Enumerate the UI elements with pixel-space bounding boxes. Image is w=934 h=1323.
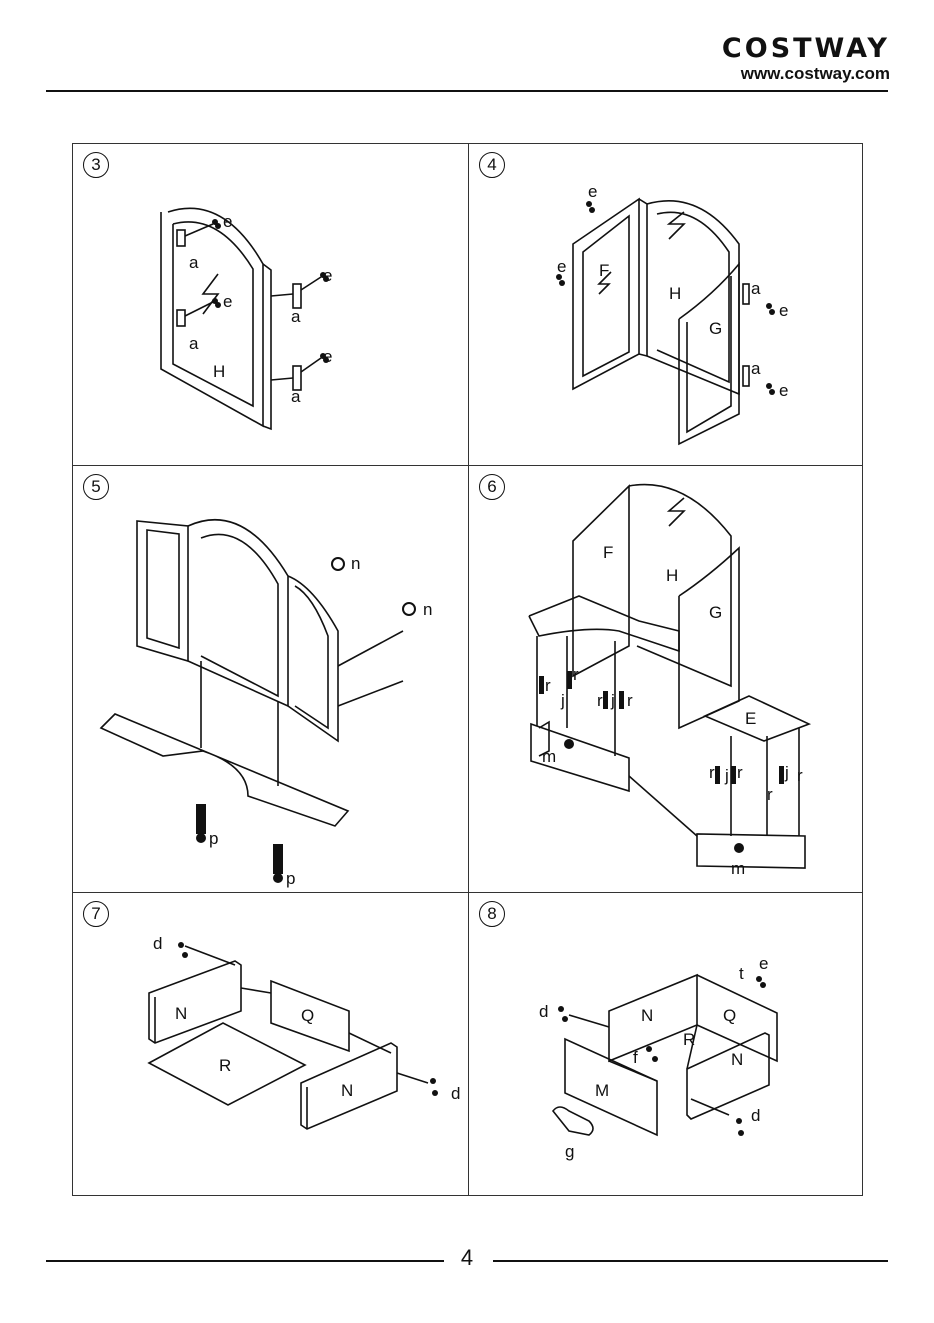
part-label: r xyxy=(709,763,715,782)
part-label: j xyxy=(560,691,565,710)
part-label: r xyxy=(737,763,743,782)
part-label: r xyxy=(545,676,551,695)
part-label: m xyxy=(542,747,556,766)
step-7-illustration: d N Q R N d xyxy=(73,893,468,1197)
part-label: N xyxy=(175,1004,187,1023)
step-5-illustration: n n p p xyxy=(73,466,468,892)
part-label: g xyxy=(565,1142,574,1161)
step-3-illustration: e a e a e a e a H xyxy=(73,144,468,465)
step-panel-8: 8 t e d N Q R xyxy=(469,893,864,1197)
part-label: N xyxy=(731,1050,743,1069)
part-label: Q xyxy=(723,1006,736,1025)
part-label: e xyxy=(779,301,788,320)
part-label: e xyxy=(223,212,232,231)
step-panel-4: 4 e e F xyxy=(469,144,864,465)
step-panel-7: 7 d N Q R N d xyxy=(73,893,468,1197)
part-label: R xyxy=(219,1056,231,1075)
part-label: H xyxy=(213,362,225,381)
part-label: d xyxy=(153,934,162,953)
step-8-illustration: t e d N Q R f N M d g xyxy=(469,893,864,1197)
part-label: r xyxy=(767,785,773,804)
brand-url: www.costway.com xyxy=(722,64,890,84)
part-label: N xyxy=(641,1006,653,1025)
part-label: G xyxy=(709,319,722,338)
step-6-illustration: F H G E r r j r j r m r j r r j r m xyxy=(469,466,864,892)
instruction-grid: 3 xyxy=(72,143,863,1196)
part-label: N xyxy=(341,1081,353,1100)
part-label: j xyxy=(724,766,729,785)
part-label: d xyxy=(451,1084,460,1103)
part-label: e xyxy=(557,257,566,276)
footer-rule-left xyxy=(46,1260,444,1262)
step-panel-6: 6 xyxy=(469,466,864,892)
part-label: p xyxy=(209,829,218,848)
part-label: a xyxy=(189,253,199,272)
part-label: p xyxy=(286,869,295,888)
part-label: a xyxy=(189,334,199,353)
part-label: F xyxy=(599,261,609,280)
page-number: 4 xyxy=(450,1245,484,1271)
part-label: j xyxy=(784,763,789,782)
part-label: H xyxy=(669,284,681,303)
part-label: a xyxy=(751,279,761,298)
part-label: m xyxy=(731,859,745,878)
part-label: a xyxy=(751,359,761,378)
part-label: F xyxy=(603,543,613,562)
part-label: n xyxy=(423,600,432,619)
part-label: R xyxy=(683,1030,695,1049)
part-label: a xyxy=(291,387,301,406)
part-label: e xyxy=(223,292,232,311)
part-label: e xyxy=(323,266,332,285)
part-label: M xyxy=(595,1081,609,1100)
part-label: e xyxy=(759,954,768,973)
part-label: j xyxy=(610,691,615,710)
part-label: r xyxy=(573,665,579,684)
brand-block: COSTWAY www.costway.com xyxy=(722,34,890,84)
part-label: r xyxy=(797,766,803,785)
header-rule xyxy=(46,90,888,92)
part-label: r xyxy=(627,691,633,710)
part-label: d xyxy=(751,1106,760,1125)
step-panel-5: 5 n xyxy=(73,466,468,892)
part-label: n xyxy=(351,554,360,573)
part-label: f xyxy=(633,1048,638,1067)
brand-logo: COSTWAY xyxy=(722,34,890,64)
step-4-illustration: e e F H G a e a e xyxy=(469,144,864,465)
part-label: a xyxy=(291,307,301,326)
part-label: Q xyxy=(301,1006,314,1025)
step-panel-3: 3 xyxy=(73,144,468,465)
part-label: t xyxy=(739,964,744,983)
part-label: H xyxy=(666,566,678,585)
part-label: e xyxy=(779,381,788,400)
part-label: d xyxy=(539,1002,548,1021)
part-label: G xyxy=(709,603,722,622)
footer-rule-right xyxy=(493,1260,888,1262)
part-label: e xyxy=(323,347,332,366)
part-label: e xyxy=(588,182,597,201)
part-label: r xyxy=(597,691,603,710)
part-label: E xyxy=(745,709,756,728)
